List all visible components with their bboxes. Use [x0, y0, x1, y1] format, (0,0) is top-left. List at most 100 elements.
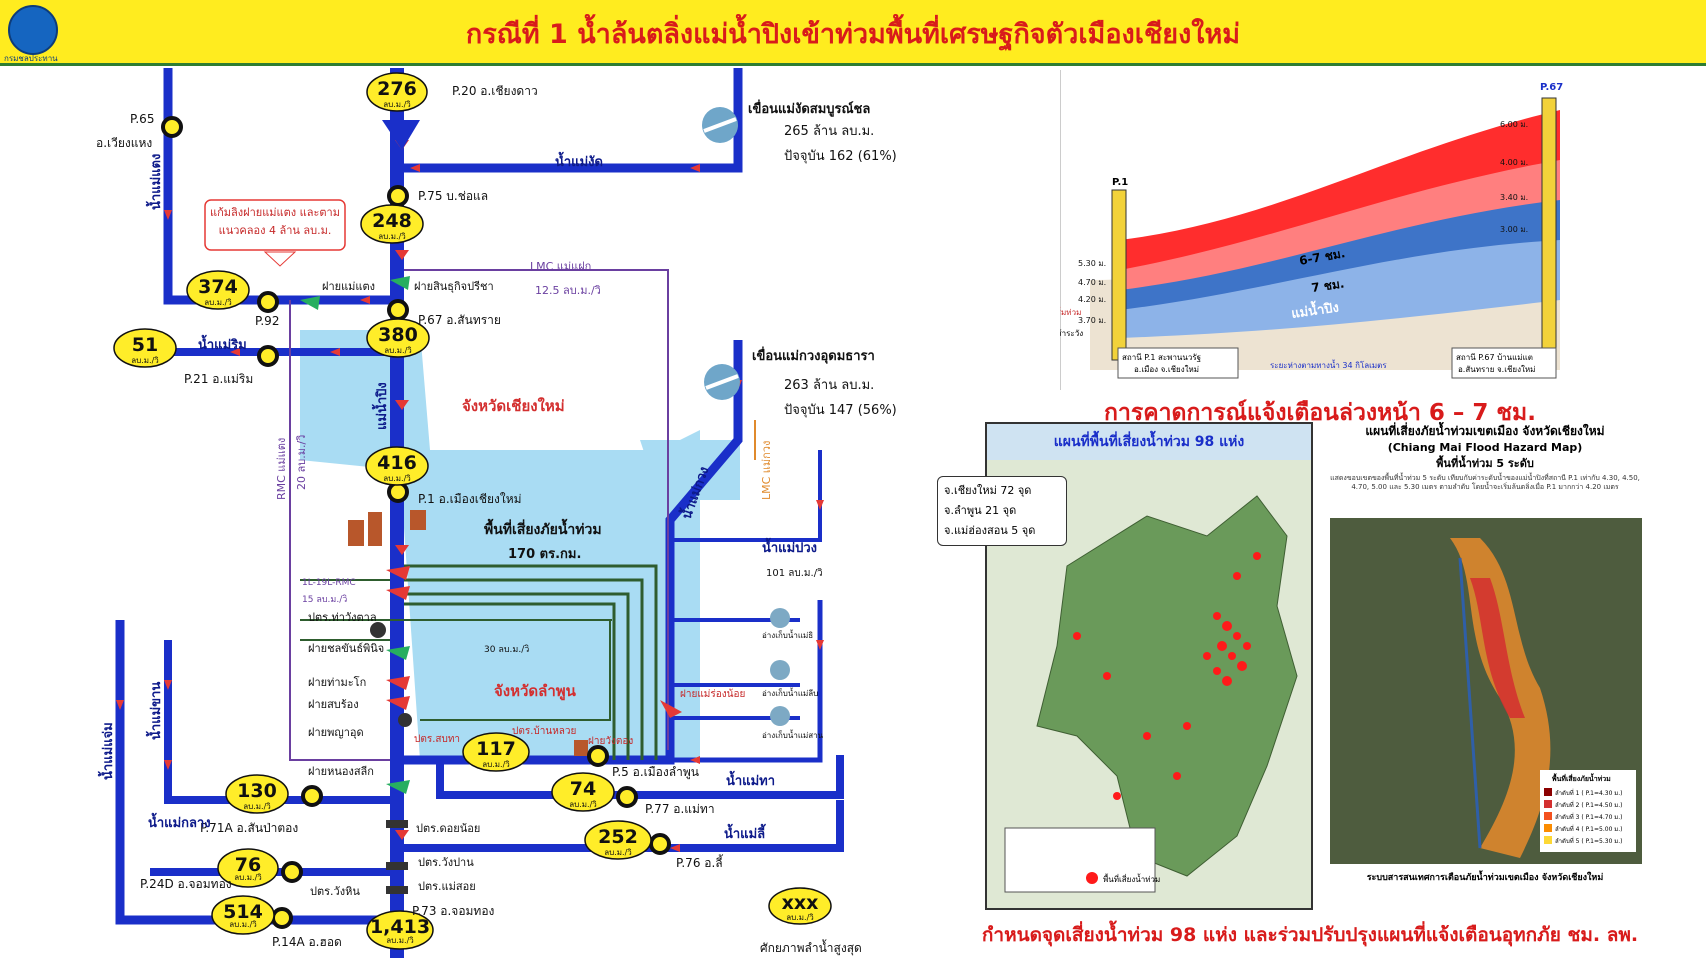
hazard-satellite-map: พื้นที่เสี่ยงภัยน้ำท่วม ลำดับที่ 1 ( P.1…	[1330, 518, 1642, 864]
green-canals	[404, 564, 658, 760]
dam-current-mae-kuang: ปัจจุบัน 147 (56%)	[784, 403, 897, 418]
structure-sobrong: ฝายสบร้อง	[308, 698, 359, 711]
structure-thamako: ฝายท่ามะโก	[308, 675, 366, 689]
mae-kuang-river	[404, 340, 743, 765]
svg-text:อ.สันทราย จ.เชียงใหม่: อ.สันทราย จ.เชียงใหม่	[1458, 365, 1535, 374]
svg-text:พื้นที่เสี่ยงภัยน้ำท่วม: พื้นที่เสี่ยงภัยน้ำท่วม	[1552, 772, 1611, 783]
lmc-mae-faek-canal	[404, 269, 669, 750]
rid-logo-icon	[8, 5, 58, 55]
structure-fai-mae-taeng: ฝายแม่แตง	[322, 280, 375, 293]
province-lamphun: จังหวัดลำพูน	[494, 682, 577, 701]
river-schematic: 276 248 374 380 51 416 117 130 74 252 76…	[96, 68, 897, 958]
station-value-p77: 74	[570, 778, 596, 800]
station-label-p76: P.76 อ.ลี้	[676, 854, 724, 870]
station-label-p20: P.20 อ.เชียงดาว	[452, 84, 538, 98]
station-value-p20: 276	[377, 78, 417, 100]
station-value-p71a: 130	[237, 780, 277, 802]
reservoir-icon-mae-lip	[770, 660, 790, 680]
rmc-1l19l-label: 1L-19L-RMC	[302, 578, 356, 588]
risk-area-size: 170 ตร.กม.	[508, 547, 581, 562]
structure-chonkhan: ฝายชลขันธ์พินิจ	[308, 642, 384, 655]
structure-mae-rong-noi: ฝายแม่ร่องน้อย	[680, 688, 745, 700]
svg-text:3.40 ม.: 3.40 ม.	[1500, 193, 1528, 202]
svg-text:อ.เมือง จ.เชียงใหม่: อ.เมือง จ.เชียงใหม่	[1134, 365, 1199, 374]
station-ovals	[113, 72, 832, 950]
svg-text:ลำดับที่ 4 ( P.1=5.00 ม.): ลำดับที่ 4 ( P.1=5.00 ม.)	[1555, 825, 1623, 833]
risk-area-label: พื้นที่เสี่ยงภัยน้ำท่วม	[484, 518, 602, 538]
station-label-p21: P.21 อ.แม่ริม	[184, 372, 253, 386]
svg-text:ลบ.ม./วิ: ลบ.ม./วิ	[229, 920, 257, 929]
mae-tha-river	[436, 755, 844, 799]
svg-text:ลบ.ม./วิ: ลบ.ม./วิ	[234, 873, 262, 882]
lmc-mae-faek-label: LMC แม่แฝก	[530, 260, 591, 273]
station-value-p92: 374	[198, 276, 238, 298]
svg-text:เริ่มท่วม: เริ่มท่วม	[1060, 306, 1081, 317]
risk-legend-box: จ.เชียงใหม่ 72 จุด จ.ลำพูน 21 จุด จ.แม่ฮ…	[937, 476, 1067, 546]
river-label-mae-puang: น้ำแม่ปวง	[762, 537, 817, 556]
dam-capacity-mae-kuang: 263 ล้าน ลบ.ม.	[784, 378, 874, 393]
station-label-p65-place: อ.เวียงแหง	[96, 136, 152, 150]
dam-capacity-mae-ngat: 265 ล้าน ลบ.ม.	[784, 124, 874, 139]
station-value-p67: 380	[378, 324, 418, 346]
structure-wang-tong: ฝายวังตอง	[588, 736, 633, 747]
flow-30-label: 30 ลบ.ม./วิ	[484, 644, 529, 655]
river-label-mae-ngat: น้ำแม่งัด	[555, 151, 603, 170]
river-label-mae-rim: น้ำแม่ริม	[198, 334, 247, 353]
svg-text:ลำดับที่ 2 ( P.1=4.50 ม.): ลำดับที่ 2 ( P.1=4.50 ม.)	[1555, 801, 1623, 809]
station-label-p1: P.1 อ.เมืองเชียงใหม่	[418, 492, 522, 506]
province-chiang-mai: จังหวัดเชียงใหม่	[462, 397, 565, 415]
header-bar: กรมชลประทาน กรณีที่ 1 น้ำล้นตลิ่งแม่น้ำป…	[0, 0, 1706, 66]
structure-fai-sinthukit: ฝายสินธุกิจปรีชา	[414, 280, 494, 293]
mae-ngat-river	[404, 68, 743, 173]
svg-text:ลบ.ม./วิ: ลบ.ม./วิ	[131, 356, 159, 365]
river-label-ping: แม่น้ำปิง	[371, 382, 390, 430]
svg-text:ลบ.ม./วิ: ลบ.ม./วิ	[604, 848, 632, 857]
gauge-p67	[1541, 97, 1557, 361]
city-building-icons	[348, 510, 588, 756]
flood-profile-diagram: P.1 P.67 5.30 ม. 4.70 ม. 4.20 ม. 3.70 ม.…	[1060, 70, 1563, 390]
station-label-p24d: P.24D อ.จอมทอง	[140, 877, 232, 891]
svg-text:4.20 ม.: 4.20 ม.	[1078, 295, 1106, 304]
station-label-p67: P.67 อ.สันทราย	[418, 313, 501, 327]
structure-nong-salik: ฝายหนองสลีก	[308, 765, 374, 778]
mae-li-river	[404, 800, 844, 852]
dam-current-mae-ngat: ปัจจุบัน 162 (61%)	[784, 149, 897, 164]
river-label-mae-tha: น้ำแม่ทา	[726, 770, 775, 789]
svg-text:ระยะห่างตามทางน้ำ 34 กิโลเมตร: ระยะห่างตามทางน้ำ 34 กิโลเมตร	[1270, 359, 1387, 370]
legend-value-xxx: xxx	[782, 892, 819, 914]
ping-river-main	[390, 68, 404, 958]
rmc-mae-taeng-canal	[289, 300, 390, 761]
svg-text:4.00 ม.: 4.00 ม.	[1500, 158, 1528, 167]
svg-text:เส้าระวัง: เส้าระวัง	[1060, 329, 1083, 338]
station-value-p24d: 76	[235, 854, 261, 876]
fix-box-text: แก้มลิงฝายแม่แตง และตามแนวคลอง 4 ล้าน ลบ…	[210, 206, 340, 237]
svg-text:ลบ.ม./วิ: ลบ.ม./วิ	[243, 802, 271, 811]
footer-text: กำหนดจุดเสี่ยงน้ำท่วม 98 แห่ง และร่วมปรั…	[981, 924, 1639, 946]
forecast-title: การคาดการณ์แจ้งเตือนล่วงหน้า 6 – 7 ชม.	[1104, 400, 1536, 426]
dam-name-mae-ngat: เขื่อนแม่งัดสมบูรณ์ชล	[748, 99, 870, 117]
profile-station-left: P.1	[1112, 177, 1128, 188]
svg-text:สถานี P.67 บ้านแม่แต: สถานี P.67 บ้านแม่แต	[1456, 353, 1533, 362]
station-value-p14a: 514	[223, 901, 263, 923]
gate-icon-tha-wang-tan	[370, 622, 386, 638]
river-label-mae-li: น้ำแม่ลี้	[724, 823, 766, 842]
svg-text:ลบ.ม./วิ: ลบ.ม./วิ	[378, 232, 406, 241]
dam-icon-mae-ngat	[702, 107, 738, 143]
dam-name-mae-kuang: เขื่อนแม่กวงอุดมธารา	[752, 346, 875, 364]
station-value-p73: 1,413	[370, 916, 430, 938]
lmc-mae-faek-flow: 12.5 ลบ.ม./วิ	[535, 284, 601, 297]
river-label-mae-taeng: น้ำแม่แตง	[145, 154, 164, 210]
river-label-mae-klang: น้ำแม่กลาง	[148, 812, 211, 831]
logo-caption: กรมชลประทาน	[4, 54, 58, 63]
structure-wang-pan: ปตร.วังปาน	[418, 856, 474, 869]
station-label-p71a: P.71A อ.สันป่าตอง	[200, 821, 298, 835]
station-value-p75: 248	[372, 210, 412, 232]
svg-text:ลบ.ม./วิ: ลบ.ม./วิ	[569, 800, 597, 809]
risk-map-title: แผนที่พื้นที่เสี่ยงน้ำท่วม 98 แห่ง	[987, 424, 1311, 460]
rmc-1l19l-flow: 15 ลบ.ม./วิ	[302, 594, 347, 605]
page-title: กรณีที่ 1 น้ำล้นตลิ่งแม่น้ำปิงเข้าท่วมพื…	[465, 19, 1241, 50]
svg-text:ลำดับที่ 1 ( P.1=4.30 ม.): ลำดับที่ 1 ( P.1=4.30 ม.)	[1555, 789, 1623, 797]
structure-wang-hin: ปตร.วังหิน	[310, 885, 360, 898]
station-label-p14a: P.14A อ.ฮอด	[272, 935, 342, 949]
mae-puang-flow: 101 ลบ.ม./วิ	[766, 568, 823, 579]
